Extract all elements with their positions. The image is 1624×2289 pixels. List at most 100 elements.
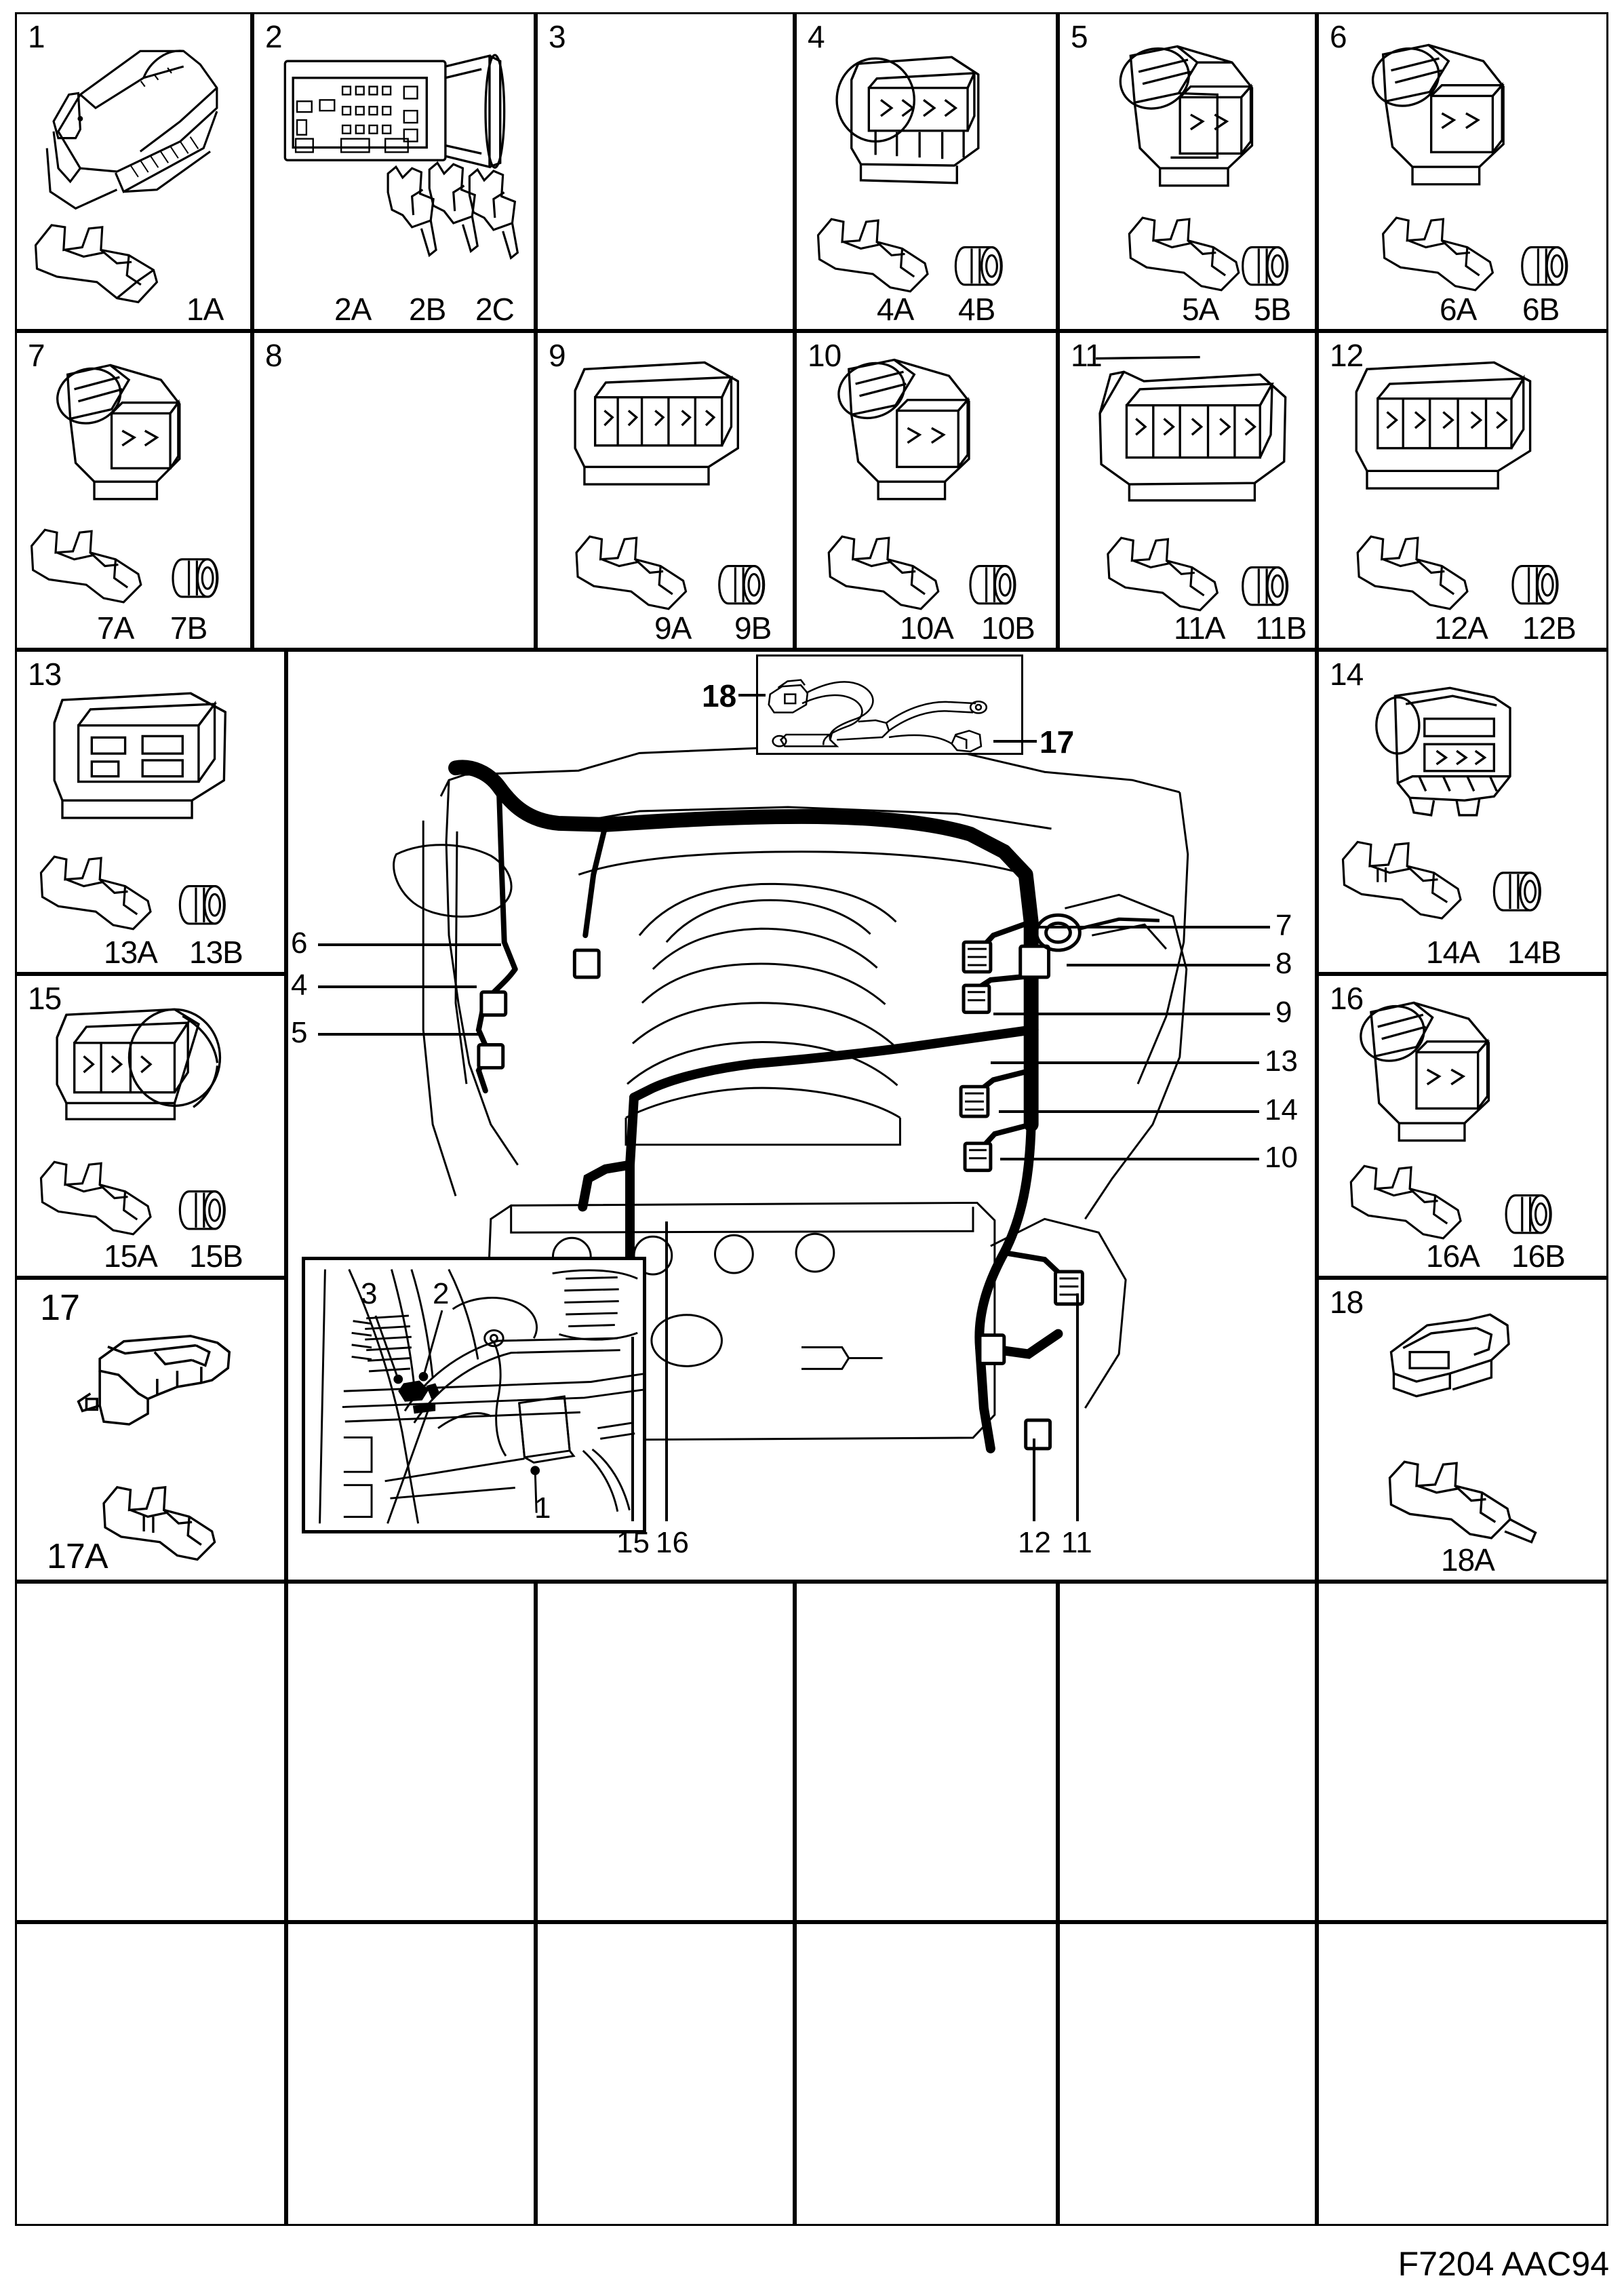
connector-housing-5-illustration bbox=[1060, 14, 1315, 329]
parts-cell-8[interactable]: 8 bbox=[252, 331, 536, 650]
callout-9: 9 bbox=[1275, 996, 1292, 1029]
connector-housing-9-illustration bbox=[538, 333, 793, 648]
part-label: 7A bbox=[97, 610, 134, 646]
part-label: 16B bbox=[1511, 1238, 1566, 1274]
leader-line-14 bbox=[999, 1110, 1259, 1113]
leader-line-8 bbox=[1067, 964, 1270, 966]
blank-cell-r1-c1[interactable] bbox=[15, 1582, 286, 1922]
leader-line-17 bbox=[993, 740, 1037, 743]
blank-cell-r2-c1[interactable] bbox=[15, 1922, 286, 2226]
part-label: 9B bbox=[734, 610, 772, 646]
inset-callout-3: 3 bbox=[361, 1277, 378, 1310]
parts-cell-17[interactable]: 17 bbox=[15, 1278, 286, 1582]
part-label: 2A bbox=[334, 292, 372, 327]
cell-number: 15 bbox=[28, 981, 62, 1016]
parts-cell-3[interactable]: 3 bbox=[536, 12, 795, 331]
connector-housing-10-illustration bbox=[797, 333, 1056, 648]
part-label: 5A bbox=[1182, 292, 1219, 327]
parts-cell-6[interactable]: 6 bbox=[1317, 12, 1608, 331]
callout-17: 17 bbox=[1039, 724, 1075, 760]
leader-line-12 bbox=[1033, 1439, 1035, 1521]
leader-line-18 bbox=[738, 694, 766, 697]
callout-7: 7 bbox=[1275, 909, 1292, 942]
cell-number: 14 bbox=[1330, 657, 1364, 692]
blank-cell-r1-c6[interactable] bbox=[1317, 1582, 1608, 1922]
blank-cell-r2-c5[interactable] bbox=[1058, 1922, 1317, 2226]
part-label: 11B bbox=[1255, 610, 1307, 646]
blank-cell-r2-c4[interactable] bbox=[795, 1922, 1058, 2226]
leader-line-7 bbox=[1035, 926, 1270, 928]
connector-housing-14-illustration bbox=[1319, 652, 1606, 972]
part-label: 14A bbox=[1426, 935, 1480, 970]
firewall-detail-drawing bbox=[305, 1260, 643, 1530]
leader-line-11 bbox=[1076, 1293, 1079, 1521]
cell-number: 4 bbox=[808, 19, 825, 54]
part-label: 7B bbox=[170, 610, 207, 646]
parts-cell-4[interactable]: 4 bbox=[795, 12, 1058, 331]
connector-housing-13-illustration bbox=[17, 652, 284, 972]
part-label: 15B bbox=[189, 1238, 243, 1274]
callout-11: 11 bbox=[1061, 1526, 1092, 1559]
parts-cell-16[interactable]: 16 bbox=[1317, 974, 1608, 1278]
blank-cell-r1-c5[interactable] bbox=[1058, 1582, 1317, 1922]
blank-cell-r2-c3[interactable] bbox=[536, 1922, 795, 2226]
cell-number: 12 bbox=[1330, 338, 1364, 373]
part-label: 16A bbox=[1426, 1238, 1480, 1274]
callout-5: 5 bbox=[291, 1016, 308, 1049]
parts-cell-11[interactable]: 11 bbox=[1058, 331, 1317, 650]
blank-cell-r2-c6[interactable] bbox=[1317, 1922, 1608, 2226]
parts-cell-7[interactable]: 7 bbox=[15, 331, 252, 650]
part-label: 1A bbox=[186, 292, 224, 327]
leader-line-13 bbox=[991, 1061, 1259, 1064]
cell-number: 17 bbox=[40, 1287, 80, 1328]
blank-cell-r1-c4[interactable] bbox=[795, 1582, 1058, 1922]
parts-cell-14[interactable]: 14 bbox=[1317, 650, 1608, 974]
part-label: 9A bbox=[654, 610, 692, 646]
parts-cell-13[interactable]: 13 bbox=[15, 650, 286, 974]
blank-cell-r2-c2[interactable] bbox=[286, 1922, 536, 2226]
cell-number: 10 bbox=[808, 338, 841, 373]
blank-cell-r1-c3[interactable] bbox=[536, 1582, 795, 1922]
part-label: 6A bbox=[1440, 292, 1477, 327]
cell-number: 7 bbox=[28, 338, 45, 373]
cell-number: 2 bbox=[265, 19, 283, 54]
parts-cell-10[interactable]: 10 bbox=[795, 331, 1058, 650]
callout-12: 12 bbox=[1018, 1526, 1051, 1559]
connector-housing-12-illustration bbox=[1319, 333, 1606, 648]
cell-number: 1 bbox=[28, 19, 45, 54]
callout-4: 4 bbox=[291, 969, 308, 1002]
leader-line-16 bbox=[665, 1221, 668, 1521]
callout-14: 14 bbox=[1265, 1093, 1298, 1127]
parts-cell-18[interactable]: 18 1 bbox=[1317, 1278, 1608, 1582]
parts-cell-2[interactable]: 2 bbox=[252, 12, 536, 331]
part-label: 15A bbox=[104, 1238, 158, 1274]
leader-line-10 bbox=[1000, 1158, 1259, 1160]
callout-13: 13 bbox=[1265, 1044, 1298, 1078]
parts-cell-9[interactable]: 9 bbox=[536, 331, 795, 650]
part-label: 11A bbox=[1174, 610, 1225, 646]
cell-number: 3 bbox=[549, 19, 566, 54]
part-label: 12B bbox=[1522, 610, 1577, 646]
parts-cell-5[interactable]: 5 bbox=[1058, 12, 1317, 331]
inset-callout-1: 1 bbox=[534, 1491, 551, 1525]
part-label: 2C bbox=[475, 292, 515, 327]
parts-cell-12[interactable]: 12 bbox=[1317, 331, 1608, 650]
blank-cell-r1-c2[interactable] bbox=[286, 1582, 536, 1922]
part-label: 13A bbox=[104, 935, 158, 970]
fuse-box-connector-2-illustration bbox=[254, 14, 534, 329]
inset-callout-2: 2 bbox=[433, 1277, 450, 1310]
connector-housing-7-illustration bbox=[17, 333, 250, 648]
callout-15: 15 bbox=[616, 1526, 650, 1559]
main-engine-harness-illustration[interactable]: 18 17 6 4 5 7 8 9 13 14 10 bbox=[286, 650, 1317, 1582]
callout-10: 10 bbox=[1265, 1141, 1298, 1174]
jumper-cable-detail-drawing bbox=[758, 657, 1021, 753]
cell-number: 6 bbox=[1330, 19, 1347, 54]
part-label: 6B bbox=[1522, 292, 1560, 327]
cell-number: 9 bbox=[549, 338, 566, 373]
part-label: 12A bbox=[1434, 610, 1488, 646]
cell-number: 16 bbox=[1330, 981, 1364, 1016]
parts-cell-15[interactable]: 15 bbox=[15, 974, 286, 1278]
callout-18: 18 bbox=[702, 678, 737, 713]
parts-cell-1[interactable]: 1 bbox=[15, 12, 252, 331]
part-label: 2B bbox=[409, 292, 446, 327]
